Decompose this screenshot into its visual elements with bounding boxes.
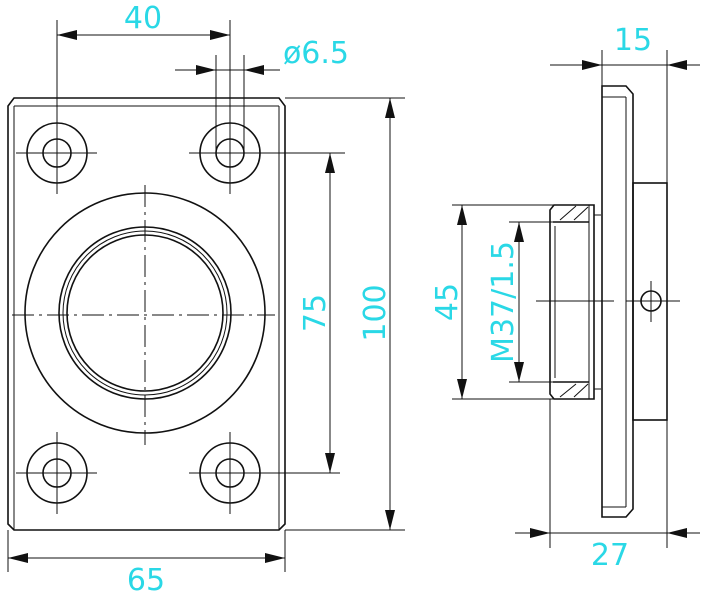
dim-nut-outer: 45 bbox=[430, 283, 465, 321]
dimension-arrows bbox=[8, 30, 687, 563]
dim-hole-spacing-vertical: 75 bbox=[298, 294, 333, 332]
central-flange bbox=[12, 185, 275, 445]
dim-overall-depth: 27 bbox=[591, 538, 629, 573]
dimension-lines bbox=[7, 20, 700, 572]
side-view bbox=[536, 85, 680, 518]
dim-plate-width: 65 bbox=[127, 563, 165, 598]
dim-plate-height: 100 bbox=[358, 284, 393, 341]
dim-hole-spacing-horizontal: 40 bbox=[124, 1, 162, 36]
cross-hole bbox=[626, 281, 680, 322]
dim-thread: M37/1.5 bbox=[486, 241, 521, 363]
dim-hole-diameter: ø6.5 bbox=[283, 36, 349, 71]
front-view bbox=[7, 97, 340, 531]
mounting-holes bbox=[16, 112, 340, 514]
dim-plate-thickness: 15 bbox=[614, 23, 652, 58]
dimension-labels: 40 ø6.5 75 100 65 15 27 45 M37/1.5 bbox=[124, 1, 652, 598]
